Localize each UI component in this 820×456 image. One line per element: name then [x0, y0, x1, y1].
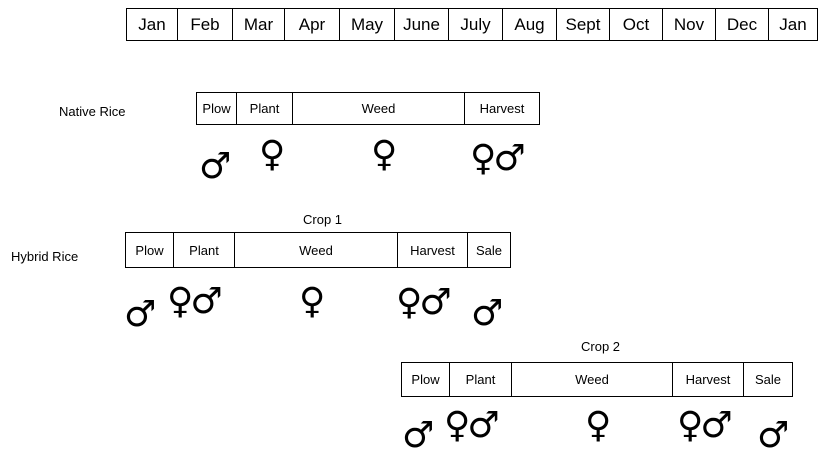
month-cell: Aug: [502, 9, 556, 40]
activity-cell: Harvest: [464, 93, 539, 124]
female-male-symbols-icon: ♀♂: [444, 405, 500, 446]
activity-cell: Plant: [173, 233, 234, 267]
month-cell: Feb: [177, 9, 232, 40]
month-cell: Mar: [232, 9, 284, 40]
activity-cell: Harvest: [397, 233, 467, 267]
native-rice-activity-bar: Plow Plant Weed Harvest: [196, 92, 540, 125]
month-cell: Dec: [715, 9, 768, 40]
activity-cell: Plow: [196, 93, 236, 124]
female-male-symbols-icon: ♀♂: [677, 405, 733, 446]
activity-cell: Sale: [467, 233, 510, 267]
female-symbol-icon: ♀: [371, 134, 397, 175]
month-cell: Apr: [284, 9, 339, 40]
female-male-symbols-icon: ♀♂: [470, 138, 526, 179]
activity-cell: Plow: [125, 233, 173, 267]
activity-cell: Plant: [449, 363, 511, 396]
crop-2-title: Crop 2: [581, 339, 621, 354]
male-symbol-icon: ♂: [471, 293, 503, 334]
male-symbol-icon: ♂: [402, 415, 434, 456]
crop-1-title: Crop 1: [303, 212, 343, 227]
female-symbol-icon: ♀: [299, 281, 325, 322]
female-symbol-icon: ♀: [585, 405, 611, 446]
month-cell: Jan: [126, 9, 177, 40]
month-cell: Oct: [609, 9, 662, 40]
row-label-hybrid-rice: Hybrid Rice: [11, 249, 79, 264]
month-cell: July: [448, 9, 502, 40]
female-symbol-icon: ♀: [259, 134, 285, 175]
male-symbol-icon: ♂: [199, 146, 231, 187]
month-cell: Nov: [662, 9, 715, 40]
crop-1-activity-bar: Plow Plant Weed Harvest Sale: [125, 232, 511, 268]
activity-cell: Plant: [236, 93, 292, 124]
month-cell: Jan: [768, 9, 817, 40]
male-symbol-icon: ♂: [757, 415, 789, 456]
month-cell: May: [339, 9, 394, 40]
female-male-symbols-icon: ♀♂: [167, 281, 223, 322]
activity-cell: Weed: [511, 363, 672, 396]
activity-cell: Harvest: [672, 363, 743, 396]
activity-cell: Weed: [292, 93, 464, 124]
row-label-native-rice: Native Rice: [59, 104, 126, 119]
activity-cell: Plow: [401, 363, 449, 396]
male-symbol-icon: ♂: [124, 294, 156, 335]
month-cell: June: [394, 9, 448, 40]
month-timeline: Jan Feb Mar Apr May June July Aug Sept O…: [126, 8, 818, 41]
activity-cell: Weed: [234, 233, 397, 267]
month-cell: Sept: [556, 9, 609, 40]
female-male-symbols-icon: ♀♂: [396, 282, 452, 323]
crop-2-activity-bar: Plow Plant Weed Harvest Sale: [401, 362, 793, 397]
activity-cell: Sale: [743, 363, 792, 396]
